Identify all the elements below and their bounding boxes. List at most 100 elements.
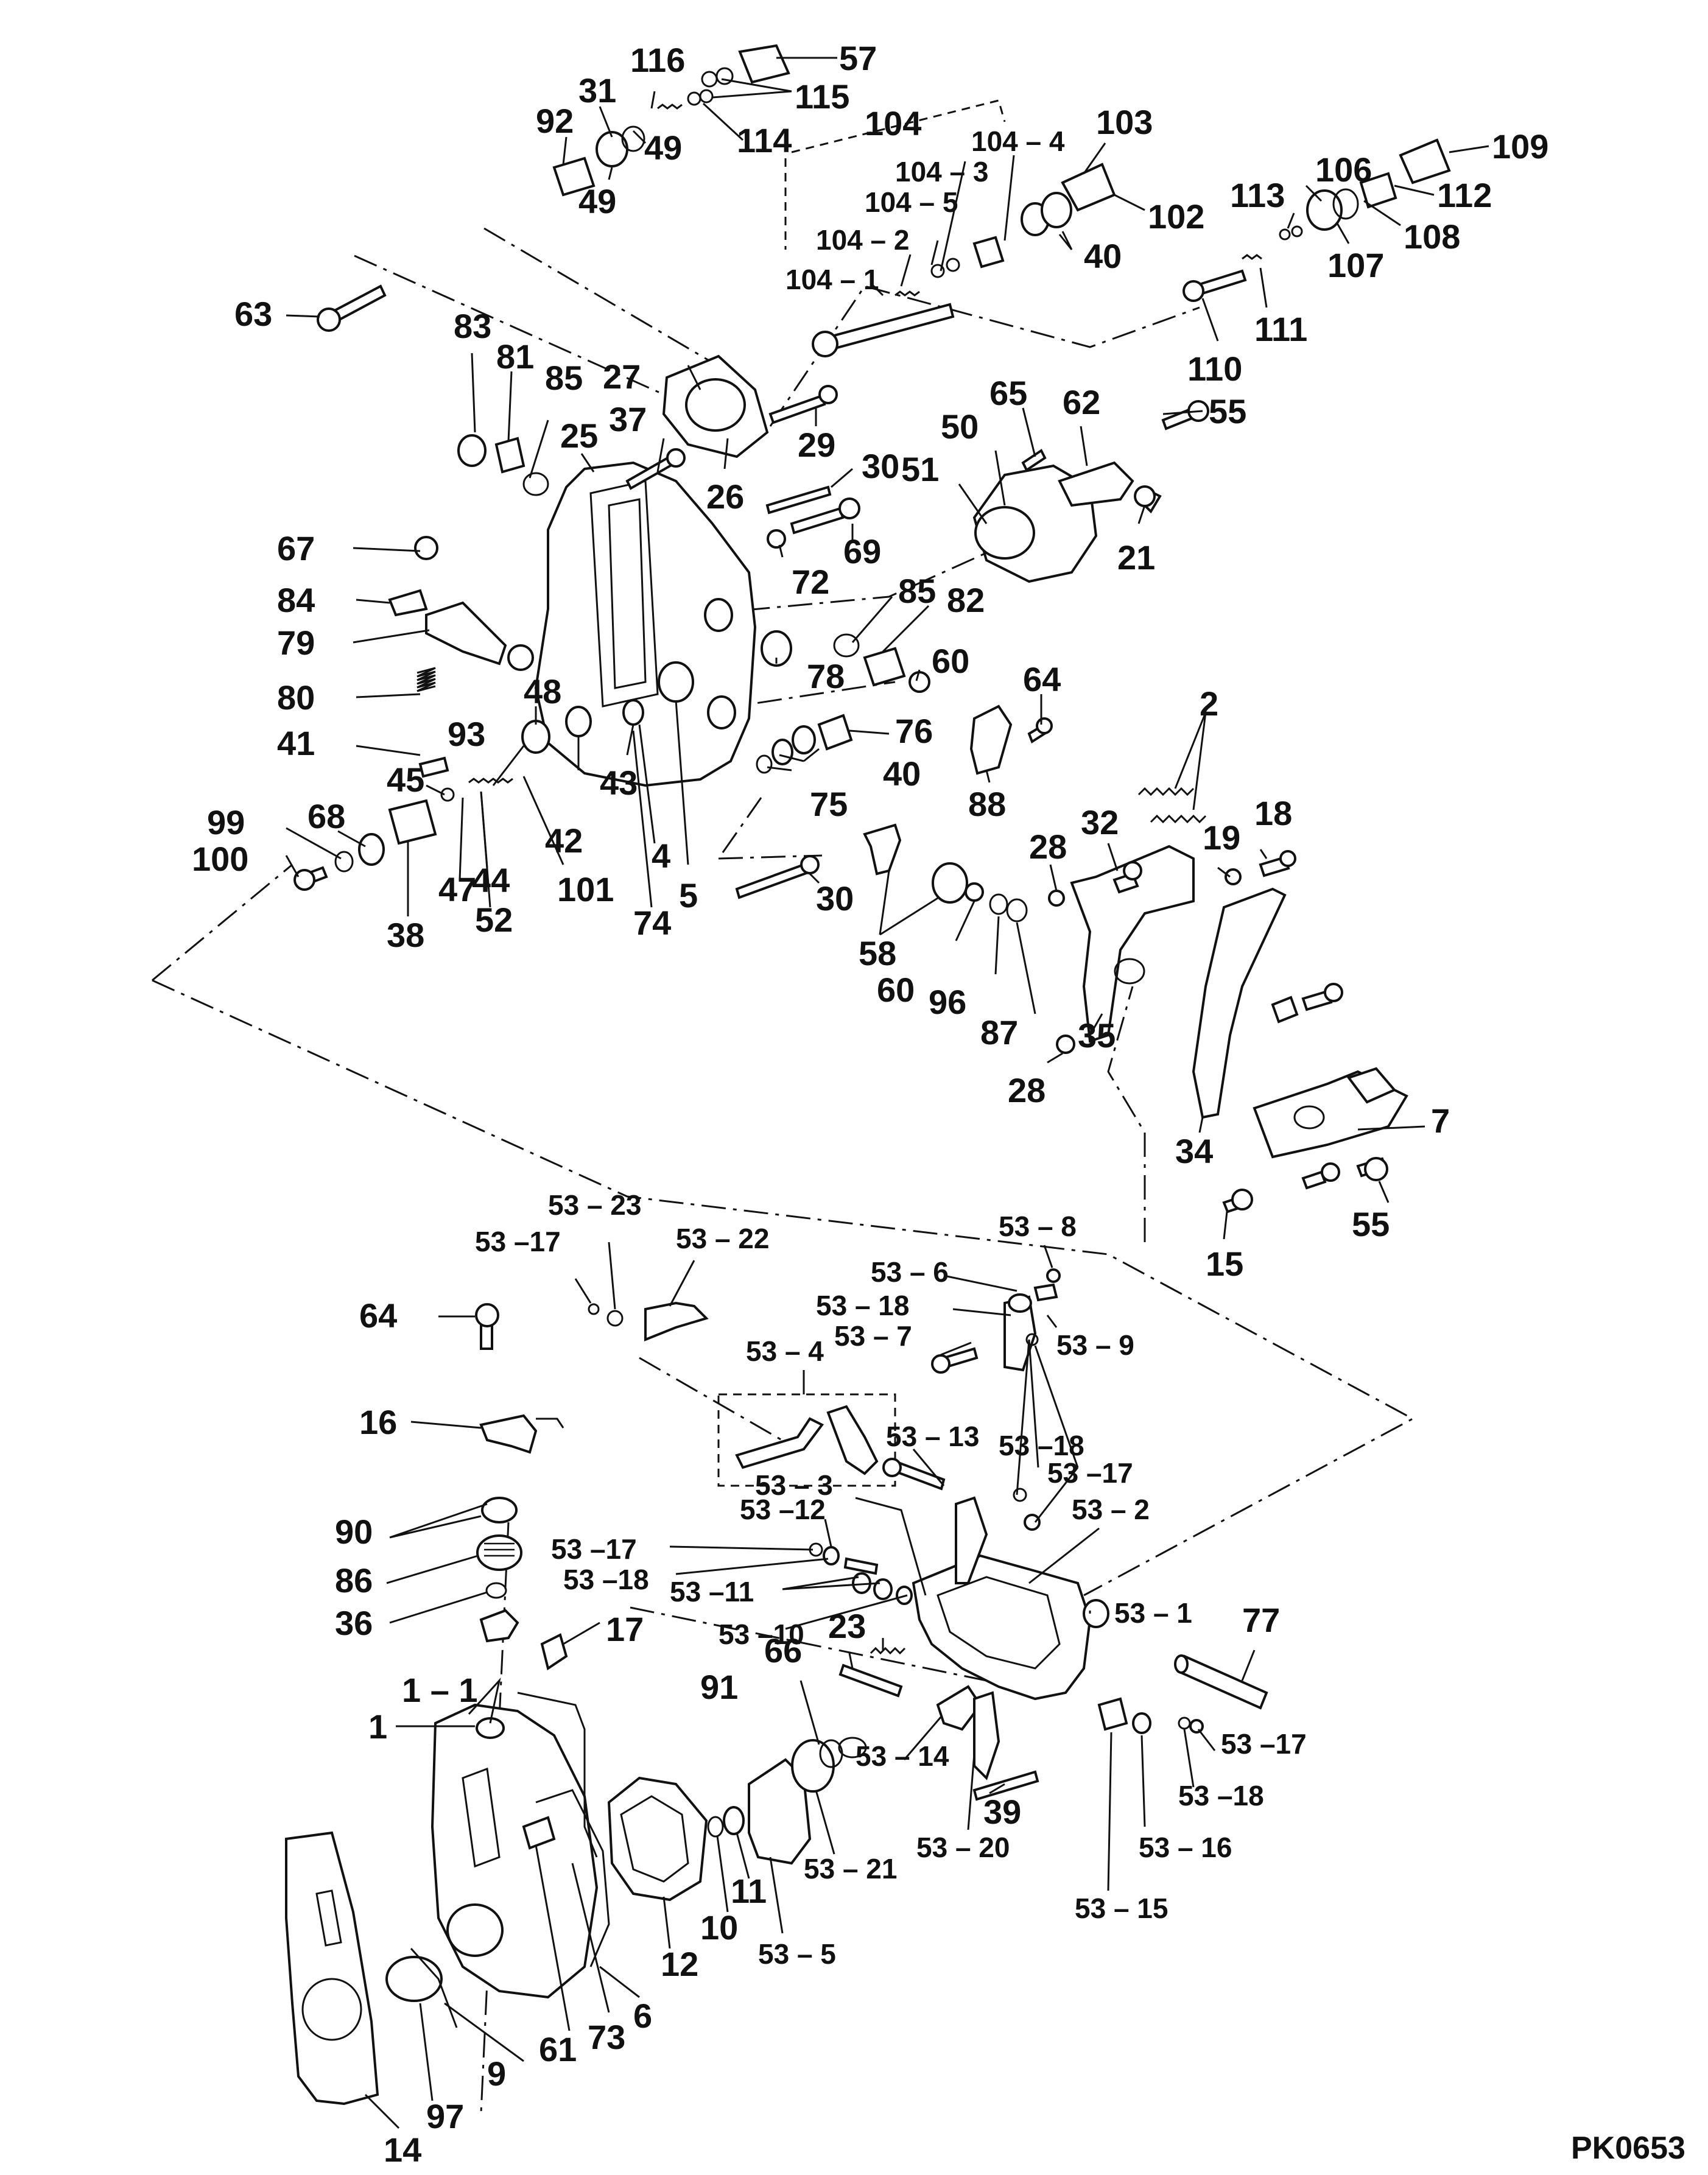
callout-97: 97 bbox=[426, 2097, 464, 2135]
callout-48: 48 bbox=[524, 672, 561, 711]
part-77-pin bbox=[1176, 1654, 1268, 1710]
callout-21: 21 bbox=[1117, 538, 1155, 577]
part-53-4-link-a bbox=[735, 1417, 824, 1469]
callout-49-upper: 49 bbox=[644, 128, 682, 167]
callout-28-lower: 28 bbox=[1008, 1071, 1046, 1109]
callout-27: 27 bbox=[603, 357, 641, 396]
callout-80: 80 bbox=[277, 678, 315, 717]
callout-28-upper: 28 bbox=[1029, 827, 1067, 866]
callout-103: 103 bbox=[1096, 103, 1153, 141]
callout-88: 88 bbox=[968, 785, 1006, 823]
callout-81: 81 bbox=[496, 337, 534, 376]
callout-47: 47 bbox=[438, 870, 476, 908]
callout-25: 25 bbox=[560, 416, 598, 455]
callout-55-upper: 55 bbox=[1209, 392, 1246, 430]
callout-96: 96 bbox=[929, 983, 966, 1021]
callout-52: 52 bbox=[475, 901, 513, 939]
part-12-flyweight bbox=[607, 1776, 708, 1902]
callout-112: 112 bbox=[1437, 176, 1492, 214]
callout-30-upper: 30 bbox=[862, 447, 899, 485]
callout-90: 90 bbox=[335, 1513, 373, 1551]
callout-60-lower: 60 bbox=[877, 971, 915, 1009]
callout-83: 83 bbox=[454, 307, 491, 345]
callout-113: 113 bbox=[1230, 176, 1285, 214]
callout-39: 39 bbox=[983, 1793, 1021, 1831]
callout-53-17-c: 53 –17 bbox=[551, 1533, 637, 1565]
callout-61: 61 bbox=[539, 2030, 577, 2068]
callout-85-upper: 85 bbox=[545, 359, 583, 397]
part-79-lever bbox=[425, 601, 507, 666]
callout-40-lower: 40 bbox=[883, 754, 921, 793]
callout-74: 74 bbox=[633, 904, 671, 942]
callout-104-2: 104 – 2 bbox=[816, 224, 909, 256]
callout-99: 99 bbox=[207, 803, 245, 842]
callout-42: 42 bbox=[545, 821, 583, 860]
callout-53-6: 53 – 6 bbox=[871, 1256, 949, 1288]
callout-73: 73 bbox=[588, 2018, 625, 2056]
part-16-clip bbox=[479, 1414, 538, 1454]
callout-53-21: 53 – 21 bbox=[804, 1853, 897, 1885]
callout-26: 26 bbox=[706, 477, 744, 516]
callout-85-lower: 85 bbox=[898, 572, 936, 610]
callout-53-12: 53 –12 bbox=[740, 1494, 826, 1525]
callout-86: 86 bbox=[335, 1561, 373, 1600]
callout-69: 69 bbox=[843, 532, 881, 571]
callout-100: 100 bbox=[192, 840, 248, 878]
callout-labels: 57 116 115 31 92 114 49 49 104 104 – 4 1… bbox=[192, 39, 1685, 2169]
part-88-plate bbox=[969, 705, 1013, 775]
callout-53-18-a: 53 – 18 bbox=[816, 1290, 909, 1321]
callout-62: 62 bbox=[1063, 383, 1100, 421]
callout-104-5: 104 – 5 bbox=[865, 186, 958, 218]
part-38-bushing bbox=[388, 799, 437, 845]
callout-5: 5 bbox=[679, 876, 698, 915]
callout-53-20: 53 – 20 bbox=[916, 1832, 1010, 1863]
drawing-code: PK0653 bbox=[1571, 2131, 1685, 2166]
callout-53-5: 53 – 5 bbox=[758, 1938, 836, 1970]
callout-16: 16 bbox=[359, 1403, 397, 1441]
callout-2: 2 bbox=[1200, 684, 1218, 723]
callout-93: 93 bbox=[448, 715, 485, 753]
callout-53-7: 53 – 7 bbox=[834, 1320, 912, 1352]
part-109-nut bbox=[1399, 138, 1451, 184]
callout-116: 116 bbox=[630, 41, 685, 79]
callout-55-lower: 55 bbox=[1352, 1205, 1390, 1243]
callout-6: 6 bbox=[633, 1997, 652, 2035]
part-35-bracket bbox=[1070, 845, 1195, 1043]
callout-63: 63 bbox=[234, 295, 272, 333]
callout-84: 84 bbox=[277, 581, 315, 619]
callout-82: 82 bbox=[947, 581, 985, 619]
part-104-1-rod bbox=[823, 303, 955, 352]
part-14-gasket bbox=[285, 1831, 379, 2106]
callout-79: 79 bbox=[277, 624, 315, 662]
callout-51: 51 bbox=[901, 450, 939, 488]
callout-37: 37 bbox=[609, 400, 647, 438]
callout-104-4: 104 – 4 bbox=[971, 125, 1065, 157]
callout-41: 41 bbox=[277, 724, 315, 762]
callout-17: 17 bbox=[606, 1610, 644, 1648]
callout-53-1: 53 – 1 bbox=[1114, 1597, 1192, 1629]
callout-53-15: 53 – 15 bbox=[1075, 1892, 1168, 1924]
part-53-1-governor-lever-assembly bbox=[912, 1554, 1092, 1701]
callout-43: 43 bbox=[600, 764, 638, 802]
callout-53-14: 53 – 14 bbox=[856, 1740, 949, 1772]
callout-53-4: 53 – 4 bbox=[746, 1335, 824, 1367]
callout-67: 67 bbox=[277, 529, 315, 567]
callout-36: 36 bbox=[335, 1604, 373, 1642]
callout-18: 18 bbox=[1254, 794, 1292, 832]
callout-72: 72 bbox=[792, 563, 829, 601]
callout-53-18-c: 53 –18 bbox=[563, 1564, 649, 1595]
callout-104: 104 bbox=[865, 104, 921, 142]
callout-115: 115 bbox=[795, 77, 849, 116]
callout-53-17-a: 53 –17 bbox=[475, 1226, 561, 1257]
part-53-5-sleeve bbox=[748, 1758, 812, 1865]
callout-78: 78 bbox=[807, 657, 845, 695]
callout-7: 7 bbox=[1431, 1102, 1450, 1140]
callout-53-13: 53 – 13 bbox=[886, 1421, 979, 1452]
callout-9: 9 bbox=[487, 2054, 506, 2093]
callout-66: 66 bbox=[764, 1631, 802, 1670]
callout-75: 75 bbox=[810, 785, 848, 823]
callout-11: 11 bbox=[731, 1872, 767, 1910]
callout-58: 58 bbox=[859, 934, 896, 972]
callout-1-1: 1 – 1 bbox=[402, 1671, 478, 1709]
callout-60-upper: 60 bbox=[932, 642, 969, 680]
